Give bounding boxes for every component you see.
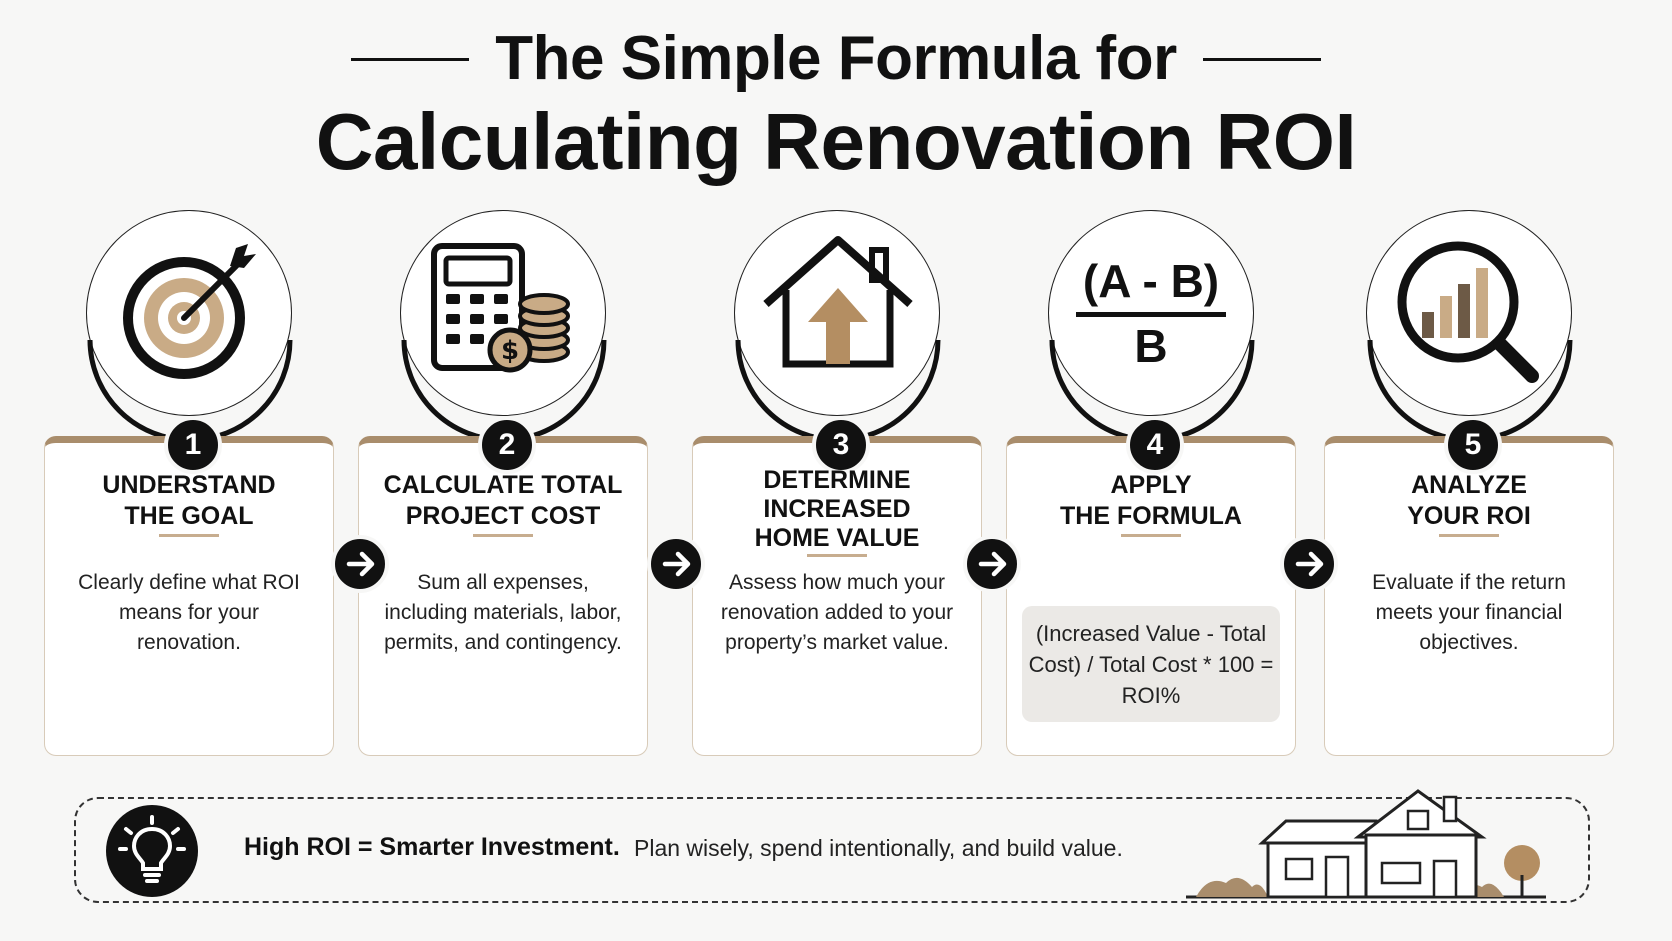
step-3-divider	[807, 554, 867, 557]
svg-text:$: $	[501, 336, 519, 366]
step-5-description: Evaluate if the return meets your financ…	[1372, 571, 1566, 654]
title-line-2: Calculating Renovation ROI	[315, 97, 1357, 186]
formula-box: (Increased Value - Total Cost) / Total C…	[1022, 606, 1280, 722]
step-1-number: 1	[164, 416, 222, 474]
step-5-heading: ANALYZE YOUR ROI	[1407, 471, 1531, 530]
arrow-right-icon-1	[331, 535, 389, 593]
title-line-1: The Simple Formula for	[495, 24, 1177, 93]
target-icon	[123, 244, 256, 379]
house-illustration	[1186, 789, 1546, 899]
step-1-divider	[159, 534, 219, 537]
title-rule-left	[351, 57, 470, 61]
arrow-right-icon-2	[647, 535, 705, 593]
arrow-right-icon-4	[1280, 535, 1338, 593]
step-2: $ 2 CALCULATE TOTAL PROJECT COST Sum all…	[358, 210, 648, 762]
fraction-formula-icon: (A - B) B	[1048, 256, 1254, 371]
step-4: (A - B) B 4 APPLY THE FORMULA (Increased…	[1006, 210, 1296, 762]
banner-text: Plan wisely, spend intentionally, and bu…	[634, 835, 1123, 861]
lightbulb-icon	[106, 805, 198, 897]
step-5-card	[1324, 436, 1614, 756]
step-2-description: Sum all expenses, including materials, l…	[384, 571, 622, 654]
calculator-coins-icon: $	[431, 243, 570, 373]
step-1: 1 UNDERSTAND THE GOAL Clearly define wha…	[44, 210, 334, 762]
bottom-banner: High ROI = Smarter Investment. Plan wise…	[74, 789, 1590, 903]
arrow-right-icon-3	[963, 535, 1021, 593]
step-1-heading: UNDERSTAND THE GOAL	[102, 471, 276, 530]
banner-headline: High ROI = Smarter Investment.	[244, 833, 620, 861]
step-5: 5 ANALYZE YOUR ROI Evaluate if the retur…	[1324, 210, 1614, 762]
step-4-number: 4	[1126, 416, 1184, 474]
step-4-divider	[1121, 534, 1181, 537]
title-rule-right	[1202, 57, 1321, 61]
magnifier-chart-icon	[1397, 241, 1539, 383]
step-2-divider	[473, 534, 533, 537]
step-2-number: 2	[478, 416, 536, 474]
step-4-heading: APPLY THE FORMULA	[1060, 471, 1242, 530]
step-3-heading: DETERMINE INCREASED HOME VALUE	[754, 466, 920, 552]
step-3-description: Assess how much your renovation added to…	[720, 571, 954, 654]
fraction-bar	[1076, 312, 1226, 317]
formula-denominator: B	[1134, 320, 1168, 372]
step-3: 3 DETERMINE INCREASED HOME VALUE Assess …	[692, 210, 982, 762]
title-block: The Simple Formula for Calculating Renov…	[0, 22, 1672, 188]
step-5-number: 5	[1444, 416, 1502, 474]
step-3-card	[692, 436, 982, 756]
step-3-number: 3	[812, 416, 870, 474]
step-5-divider	[1439, 534, 1499, 537]
step-2-heading: CALCULATE TOTAL PROJECT COST	[383, 471, 623, 530]
house-arrow-up-icon	[763, 236, 913, 368]
formula-numerator: (A - B)	[1082, 255, 1220, 307]
step-1-description: Clearly define what ROI means for your r…	[78, 571, 300, 654]
